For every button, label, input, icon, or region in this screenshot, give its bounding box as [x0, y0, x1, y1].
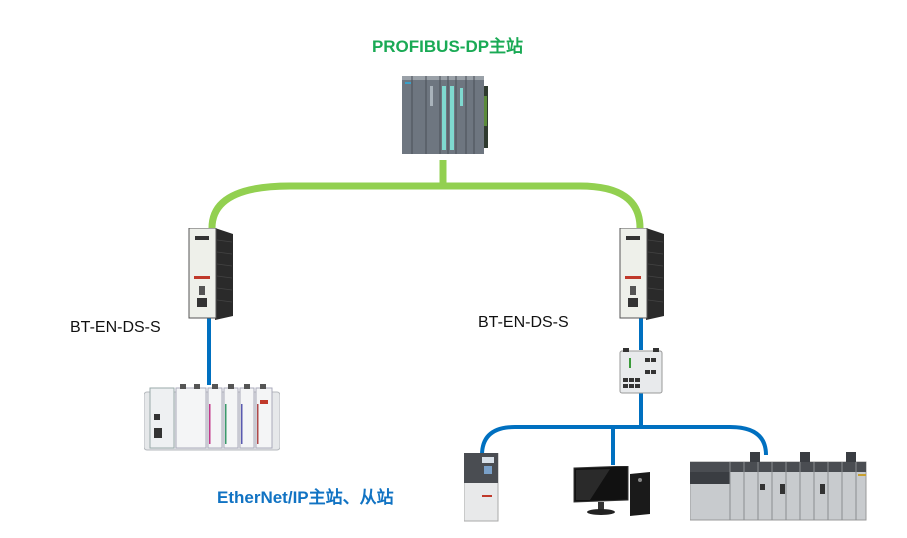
profibus-master-plc [402, 76, 488, 154]
gateway-left-label: BT-EN-DS-S [70, 319, 161, 336]
variable-frequency-drive [464, 453, 499, 522]
gateway-right-label: BT-EN-DS-S [478, 314, 569, 331]
profibus-master-label: PROFIBUS-DP主站 [371, 37, 524, 56]
profibus-trunk [208, 182, 644, 229]
ethernet-links [207, 316, 768, 465]
controllogix-rack [690, 452, 867, 521]
profibus-bus [208, 160, 644, 229]
desktop-computer [573, 466, 650, 516]
ethernet-trunk [480, 425, 768, 456]
ethernet-switch [619, 348, 663, 394]
gateway-right [619, 228, 664, 320]
gateway-left [188, 228, 233, 320]
ethernet-master-slave-label: EtherNet/IP主站、从站 [217, 488, 394, 507]
compact-plc-rack [144, 384, 280, 451]
